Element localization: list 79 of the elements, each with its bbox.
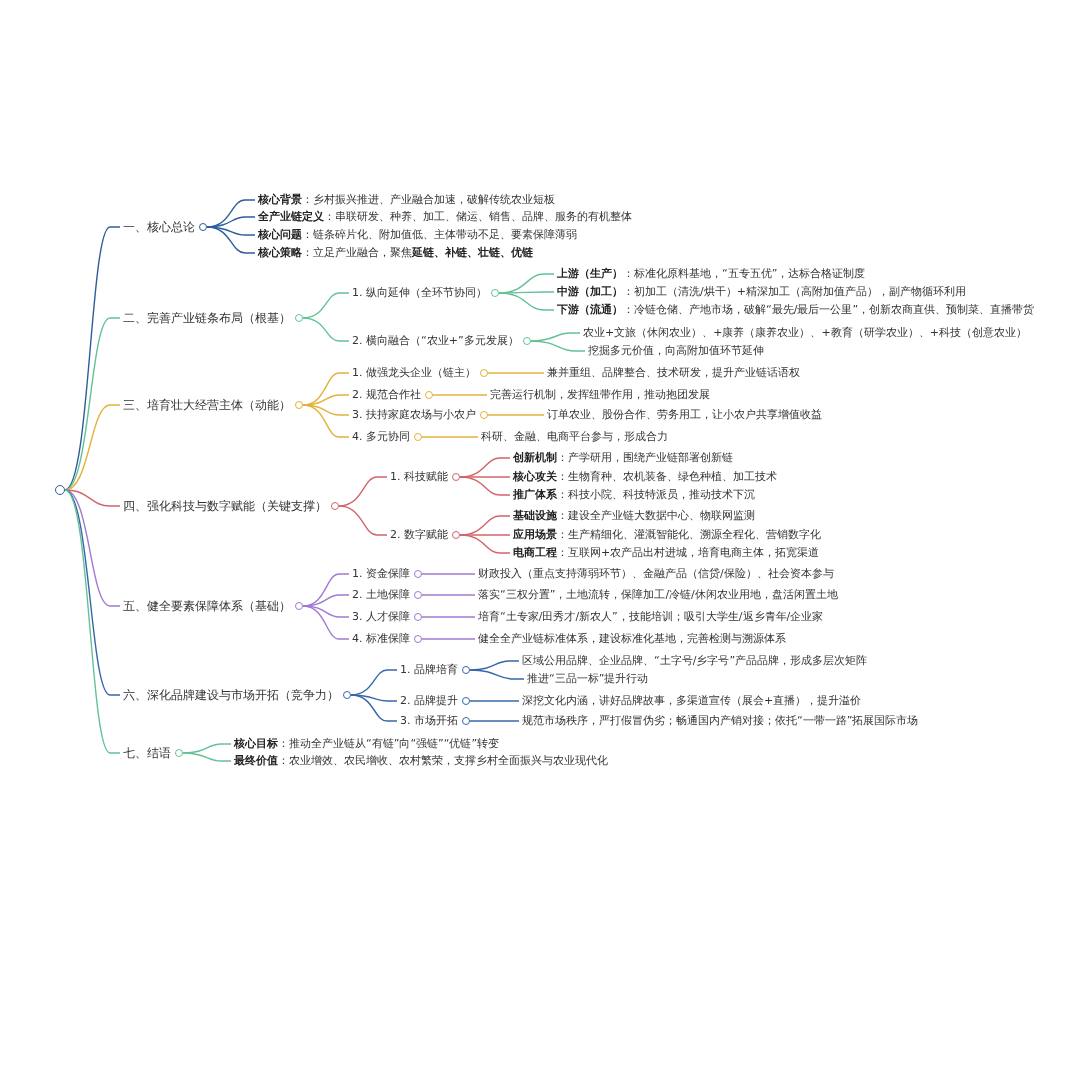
topic-text: 电商工程：互联网+农产品出村进城，培育电商主体，拓宽渠道 xyxy=(513,546,820,560)
branch-line xyxy=(64,317,121,491)
branch-line xyxy=(459,534,511,554)
topic-text: 推广体系：科技小院、科技特派员，推动技术下沉 xyxy=(513,488,755,502)
topic-text: 深挖文化内涵，讲好品牌故事，多渠道宣传（展会+直播），提升溢价 xyxy=(522,694,862,708)
branch-line xyxy=(487,414,545,416)
topic-text: 财政投入（重点支持薄弱环节）、金融产品（信贷/保险）、社会资本参与 xyxy=(478,567,834,581)
branch-line xyxy=(421,573,476,575)
topic-text: 挖掘多元价值，向高附加值环节延伸 xyxy=(588,344,764,358)
branch-line xyxy=(302,404,350,416)
topic-text: 完善运行机制，发挥纽带作用，推动抱团发展 xyxy=(490,388,710,402)
topic-text: 全产业链定义：串联研发、种养、加工、储运、销售、品牌、服务的有机整体 xyxy=(258,210,632,224)
topic-text: 四、强化科技与数字赋能（关键支撑） xyxy=(123,499,327,513)
branch-line xyxy=(529,340,586,352)
topic-text: 2. 数字赋能 xyxy=(390,528,448,542)
topic-text: 4. 多元协同 xyxy=(352,430,410,444)
branch-line xyxy=(302,605,350,640)
topic-text: 六、深化品牌建设与市场开拓（竞争力） xyxy=(123,688,339,702)
branch-line xyxy=(421,594,476,596)
branch-line xyxy=(182,752,232,762)
branch-line xyxy=(338,505,388,536)
branch-line xyxy=(498,292,555,311)
branch-line xyxy=(302,317,350,342)
topic-text: 区域公用品牌、企业品牌、“土字号/乡字号”产品品牌，形成多层次矩阵 xyxy=(522,654,868,668)
topic-text: 3. 人才保障 xyxy=(352,610,410,624)
branch-line xyxy=(421,436,479,438)
branch-line xyxy=(64,489,121,754)
topic-text: 规范市场秩序，严打假冒伪劣；畅通国内产销对接；依托“一带一路”拓展国际市场 xyxy=(522,714,919,728)
topic-text: 兼并重组、品牌整合、技术研发，提升产业链话语权 xyxy=(547,366,800,380)
topic-text: 3. 市场开拓 xyxy=(400,714,458,728)
branch-line xyxy=(302,404,350,438)
root-circle xyxy=(55,485,65,495)
topic-text: 七、结语 xyxy=(123,746,171,760)
topic-text: 农业+文旅（休闲农业）、+康养（康养农业）、+教育（研学农业）、+科技（创意农业） xyxy=(583,326,1027,340)
topic-text: 基础设施：建设全产业链大数据中心、物联网监测 xyxy=(513,509,755,523)
topic-text: 上游（生产）：标准化原料基地，“五专五优”，达标合格证制度 xyxy=(557,267,866,281)
topic-text: 应用场景：生产精细化、灌溉智能化、溯源全程化、营销数字化 xyxy=(513,528,821,542)
branch-line xyxy=(421,616,476,618)
topic-text: 二、完善产业链条布局（根基） xyxy=(123,311,291,325)
topic-text: 订单农业、股份合作、劳务用工，让小农户共享增值收益 xyxy=(547,408,822,422)
topic-text: 落实“三权分置”，土地流转，保障加工/冷链/休闲农业用地，盘活闲置土地 xyxy=(478,588,838,602)
topic-text: 1. 纵向延伸（全环节协同） xyxy=(352,286,487,300)
topic-text: 培育“土专家/田秀才/新农人”，技能培训；吸引大学生/返乡青年/企业家 xyxy=(478,610,824,624)
branch-line xyxy=(469,720,520,722)
branch-line xyxy=(487,372,545,374)
topic-text: 2. 土地保障 xyxy=(352,588,410,602)
topic-text: 1. 品牌培育 xyxy=(400,663,458,677)
branch-line xyxy=(302,605,350,618)
branch-line xyxy=(469,669,525,680)
topic-text: 一、核心总论 xyxy=(123,220,195,234)
topic-text: 核心问题：链条碎片化、附加值低、主体带动不足、要素保障薄弱 xyxy=(258,228,577,242)
branch-line xyxy=(421,638,476,640)
topic-text: 科研、金融、电商平台参与，形成合力 xyxy=(481,430,668,444)
branch-line xyxy=(350,694,398,722)
topic-text: 核心攻关：生物育种、农机装备、绿色种植、加工技术 xyxy=(513,470,777,484)
branch-line xyxy=(469,700,520,702)
topic-text: 1. 资金保障 xyxy=(352,567,410,581)
topic-text: 创新机制：产学研用，围绕产业链部署创新链 xyxy=(513,451,733,465)
topic-text: 推进“三品一标”提升行动 xyxy=(527,672,649,686)
topic-text: 2. 品牌提升 xyxy=(400,694,458,708)
topic-text: 核心目标：推动全产业链从“有链”向“强链”“优链”转变 xyxy=(234,737,500,751)
topic-text: 核心背景：乡村振兴推进、产业融合加速，破解传统农业短板 xyxy=(258,193,555,207)
topic-text: 4. 标准保障 xyxy=(352,632,410,646)
topic-text: 下游（流通）：冷链仓储、产地市场，破解“最先/最后一公里”，创新农商直供、预制菜、直播带货 xyxy=(557,303,1035,317)
topic-text: 中游（加工）：初加工（清洗/烘干）+精深加工（高附加值产品），副产物循环利用 xyxy=(557,285,966,299)
topic-text: 三、培育壮大经营主体（动能） xyxy=(123,398,291,412)
topic-text: 五、健全要素保障体系（基础） xyxy=(123,599,291,613)
topic-text: 最终价值：农业增效、农民增收、农村繁荣，支撑乡村全面振兴与农业现代化 xyxy=(234,754,608,768)
branch-line xyxy=(64,489,121,507)
branch-line xyxy=(206,226,256,254)
topic-text: 2. 规范合作社 xyxy=(352,388,421,402)
topic-text: 2. 横向融合（“农业+”多元发展） xyxy=(352,334,519,348)
branch-line xyxy=(432,394,488,396)
branch-line xyxy=(459,476,511,496)
topic-text: 1. 做强龙头企业（链主） xyxy=(352,366,476,380)
topic-text: 1. 科技赋能 xyxy=(390,470,448,484)
topic-text: 健全全产业链标准体系，建设标准化基地，完善检测与溯源体系 xyxy=(478,632,786,646)
topic-text: 核心策略：立足产业融合，聚焦延链、补链、壮链、优链 xyxy=(258,246,533,260)
topic-text: 3. 扶持家庭农场与小农户 xyxy=(352,408,476,422)
